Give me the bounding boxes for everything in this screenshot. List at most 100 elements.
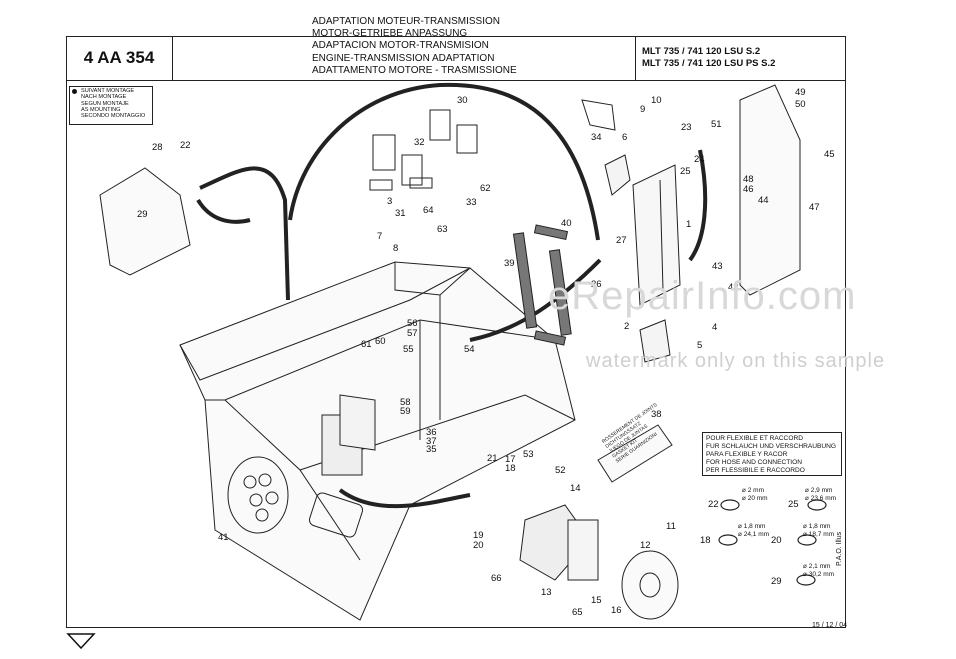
callout-23: 23	[681, 122, 692, 133]
callout-3: 3	[387, 196, 393, 207]
callout-14: 14	[570, 483, 581, 494]
ring-29	[796, 574, 816, 586]
ring-18	[718, 534, 738, 546]
hose-main	[199, 166, 290, 301]
mounting-note: SUIVANT MONTAGE NACH MONTAGE SEGUN MONTA…	[69, 86, 153, 125]
callout-39: 39	[504, 258, 515, 269]
dim-item-25: 25	[788, 499, 799, 510]
hose-return	[469, 258, 602, 342]
callout-20: 20	[473, 540, 484, 551]
hose-long	[288, 82, 600, 241]
callout-32: 32	[414, 137, 425, 148]
side-panel	[739, 84, 801, 296]
hose-line: FUR SCHLAUCH UND VERSCHRAUBUNG	[706, 443, 837, 450]
callout-31: 31	[395, 208, 406, 219]
fan-wheel	[621, 550, 679, 620]
callout-56: 56	[407, 318, 418, 329]
cooling-housing	[99, 167, 191, 276]
hose-line: PER FLESSIBILE E RACCORDO	[706, 467, 805, 474]
callout-37: 37	[426, 436, 437, 447]
title-es: ADAPTACION MOTOR-TRANSMISION	[312, 40, 489, 52]
callout-50: 50	[795, 99, 806, 110]
dim-item-18: 18	[700, 535, 711, 546]
callout-16: 16	[611, 605, 622, 616]
dim-18: ⌀ 1,8 mm⌀ 24,1 mm	[738, 523, 770, 538]
model-2: MLT 735 / 741 120 LSU PS S.2	[642, 58, 776, 69]
drawing-frame	[66, 36, 846, 628]
seal-strip	[512, 232, 538, 329]
callout-33: 33	[466, 197, 477, 208]
model-list: MLT 735 / 741 120 LSU S.2 MLT 735 / 741 …	[635, 36, 846, 80]
callout-9: 9	[640, 104, 646, 115]
callout-13: 13	[541, 587, 552, 598]
callout-65: 65	[572, 607, 583, 618]
callout-47: 47	[809, 202, 820, 213]
callout-43: 43	[712, 261, 723, 272]
dim-item-20: 20	[771, 535, 782, 546]
callout-5: 5	[697, 340, 703, 351]
page-code: 4 AA 354	[66, 36, 173, 80]
hose-right	[688, 149, 708, 262]
callout-45: 45	[824, 149, 835, 160]
callout-36: 36	[426, 427, 437, 438]
footer-date: 15 / 12 / 04	[812, 622, 848, 629]
callout-40: 40	[561, 218, 572, 229]
callout-61: 61	[361, 339, 372, 350]
ring-20	[797, 534, 817, 546]
bracket	[604, 154, 631, 196]
callout-51: 51	[711, 119, 722, 130]
hose-line: POUR FLEXIBLE ET RACCORD	[706, 435, 803, 442]
hose-line: FOR HOSE AND CONNECTION	[706, 459, 802, 466]
callout-10: 10	[651, 95, 662, 106]
callout-8: 8	[393, 243, 399, 254]
title-en: ENGINE-TRANSMISSION ADAPTATION	[312, 52, 495, 64]
hose-left	[196, 198, 251, 224]
callout-64: 64	[423, 205, 434, 216]
model-1: MLT 735 / 741 120 LSU S.2	[642, 46, 761, 57]
chassis-frame	[179, 261, 576, 621]
callout-49: 49	[795, 87, 806, 98]
callout-7: 7	[377, 231, 383, 242]
sticker	[597, 424, 673, 483]
callout-60: 60	[375, 336, 386, 347]
title-fr: ADAPTATION MOTEUR-TRANSMISSION	[312, 16, 500, 27]
callout-1: 1	[686, 219, 692, 230]
oil-cooler	[632, 164, 681, 306]
callout-12: 12	[640, 540, 651, 551]
dim-item-29: 29	[771, 576, 782, 587]
callout-15: 15	[591, 595, 602, 606]
callout-44: 44	[758, 195, 769, 206]
mounting-line: SECONDO MONTAGGIO	[81, 113, 146, 120]
callout-35: 35	[426, 444, 437, 455]
callout-53: 53	[523, 449, 534, 460]
page-titles: ADAPTATION MOTEUR-TRANSMISSION MOTOR-GET…	[312, 16, 517, 77]
dim-item-22: 22	[708, 499, 719, 510]
mounting-line: SUIVANT MONTAGE	[81, 88, 135, 94]
callout-59: 59	[400, 406, 411, 417]
dim-25: ⌀ 2,9 mm⌀ 23,6 mm	[805, 487, 837, 502]
hose-lower	[338, 488, 471, 509]
title-de: MOTOR-GETRIEBE ANPASSUNG	[312, 28, 468, 40]
watermark-site: eRepairInfo.com	[548, 274, 857, 318]
bullet-icon	[72, 89, 77, 94]
callout-2: 2	[624, 321, 630, 332]
callout-62: 62	[480, 183, 491, 194]
dim-29: ⌀ 2,1 mm⌀ 30,2 mm	[803, 563, 835, 578]
mounting-line: SEGUN MONTAJE	[81, 100, 129, 107]
callout-19: 19	[473, 530, 484, 541]
title-it: ADATTAMENTO MOTORE - TRASMISSIONE	[312, 64, 517, 76]
arrow-down-icon[interactable]	[66, 630, 96, 652]
hose-note: POUR FLEXIBLE ET RACCORD FUR SCHLAUCH UN…	[702, 432, 842, 476]
callout-63: 63	[437, 224, 448, 235]
callout-30: 30	[457, 95, 468, 106]
callout-54: 54	[464, 344, 475, 355]
header-separator	[66, 80, 846, 81]
motor-mount	[227, 456, 289, 534]
callout-48: 48	[743, 174, 754, 185]
callout-24: 24	[694, 154, 705, 165]
callout-29: 29	[137, 209, 148, 220]
hose-line: PARA FLEXIBLE Y RACOR	[706, 451, 788, 458]
watermark-note: watermark only on this sample	[586, 350, 886, 372]
dim-22: ⌀ 2 mm⌀ 20 mm	[742, 487, 768, 502]
